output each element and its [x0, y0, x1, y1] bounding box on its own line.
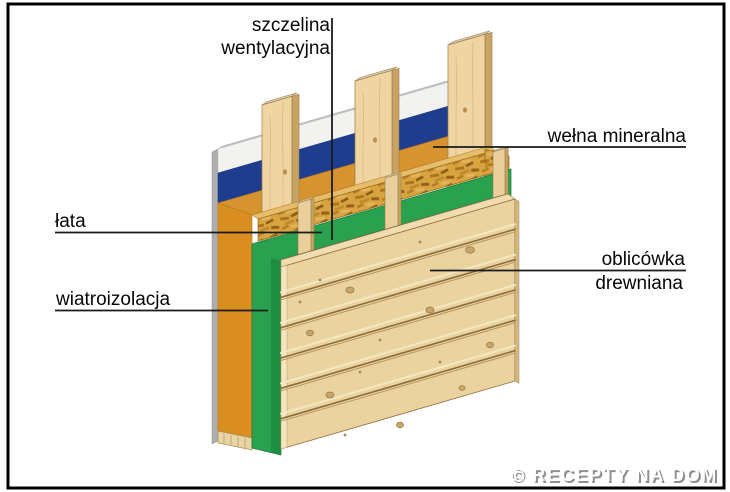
batten-3: [492, 146, 509, 209]
plank-grooves: [280, 223, 516, 422]
stud-knot: [463, 107, 467, 113]
pointer-lines: [55, 18, 686, 312]
watermark: © RECEPTY NA DOM © RECEPTY NA DOM: [511, 465, 720, 487]
watermark-shadow: © RECEPTY NA DOM: [513, 467, 720, 487]
wood-cladding: [280, 193, 520, 450]
mineral-wool-side-face: [217, 202, 253, 439]
cladding-right-edge: [514, 198, 520, 384]
label-ventilation-gap-line1: szczelina: [252, 15, 331, 36]
labels: szczelina wentylacyjna wełna mineralna ł…: [55, 15, 686, 310]
bottom-plate-grain: [223, 433, 246, 449]
label-mineral-wool: wełna mineralna: [547, 126, 687, 147]
label-ventilation-gap-line2: wentylacyjna: [220, 38, 330, 59]
plank-knots: [298, 240, 494, 437]
label-cladding-line2: drewniana: [595, 273, 683, 294]
stud-knot: [373, 137, 377, 143]
label-cladding-line1: oblicówka: [602, 249, 686, 270]
membrane-side-edge: [211, 148, 219, 445]
stud-knot: [283, 169, 287, 175]
label-batten: łata: [55, 211, 86, 232]
bottom-plate: [217, 430, 253, 451]
frame-border: [6, 2, 726, 490]
watermark-text: © RECEPTY NA DOM: [511, 465, 718, 485]
wind-membrane-shade: [271, 258, 281, 455]
bottom-plate-block: [217, 430, 253, 451]
label-wind-insulation: wiatroizolacja: [55, 289, 170, 310]
